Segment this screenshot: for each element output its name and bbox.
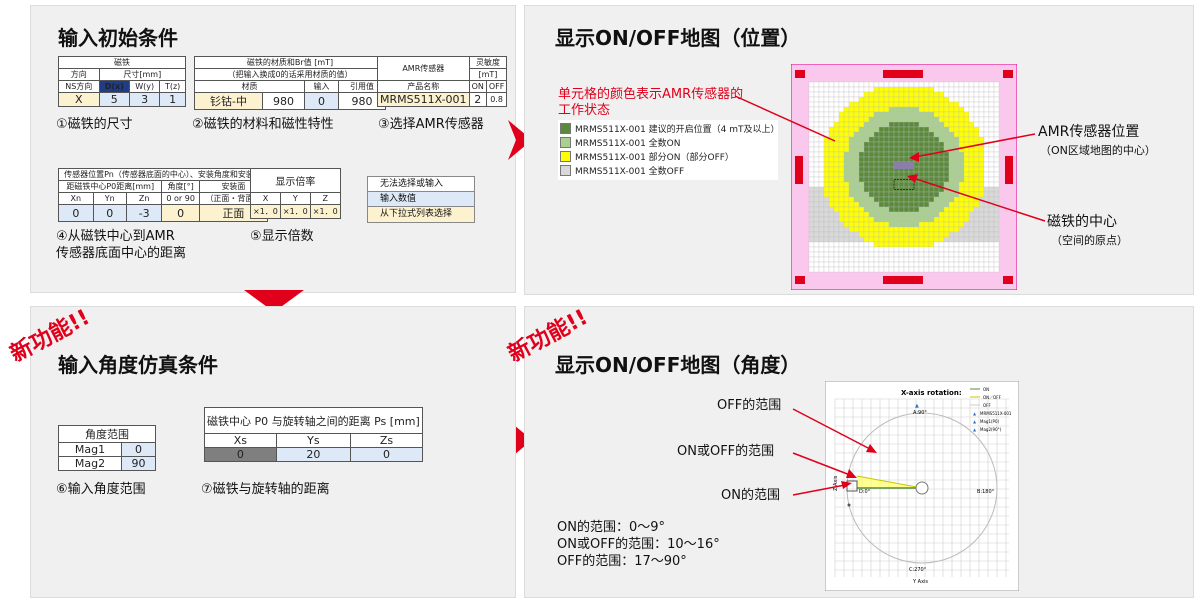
xn-input[interactable]: 0 [58,204,94,222]
magnet-direction-select[interactable]: X [58,92,100,107]
sensor-select[interactable]: MRMS511X-001 [377,92,470,107]
magnet-outline [893,179,915,190]
wy-input[interactable]: 3 [129,92,161,107]
label-on-range: ON的范围 [721,488,780,503]
panel-title: 显示ON/OFF地图（角度） [555,353,801,377]
panel-title: 输入初始条件 [58,26,178,50]
caption-distance-b: 传感器底面中心的距离 [56,246,187,261]
label-off-range: OFF的范围 [717,398,782,413]
angle-annotation-lines [792,408,877,496]
svg-text:Z Axis: Z Axis [833,475,839,491]
svg-text:MRMS511X-001: MRMS511X-001 [980,411,1012,416]
panel-position-map: 显示ON/OFF地图（位置） 单元格的颜色表示AMR传感器的 工作状态 MRMS… [524,5,1194,295]
sensor-position-table: 传感器位置Pn（传感器底面的中心）、安装角度和安装面 距磁铁中心P0距离[mm]… [57,168,269,222]
map-cell [993,266,1000,273]
caption-rotation-distance: ⑦磁铁与旋转轴的距离 [201,482,330,497]
svg-text:C:270°: C:270° [909,567,927,573]
annotation-sensor-position-sub: （ON区域地图的中心） [1040,144,1156,157]
svg-text:▲: ▲ [915,403,919,409]
yn-input[interactable]: 0 [92,204,127,222]
mag2-input[interactable]: 90 [121,456,156,471]
range-onoff: ON或OFF的范围：10～16° [557,537,720,552]
svg-text:D:0°: D:0° [859,489,871,495]
mag-z-select[interactable]: ×1．0 [309,204,341,219]
arrow-right-icon [508,120,532,160]
angle-map-chart: X-axis rotation: ON ON／OFF OFF ▲MRMS511X… [825,381,1019,591]
ys-input[interactable]: 20 [275,447,352,462]
red-note-a: 单元格的颜色表示AMR传感器的 [558,87,744,102]
material-table: 磁铁的材质和Br值 [mT] （把输入换成0的话采用材质的值） 材质输入引用值 … [194,56,387,110]
cell-legend: 无法选择或输入 输入数值 从下拉式列表选择 [367,176,475,223]
svg-text:ON／OFF: ON／OFF [983,395,1002,400]
svg-text:Mag1(P0): Mag1(P0) [980,419,1000,424]
caption-distance-a: ④从磁铁中心到AMR [56,229,175,244]
tz-input[interactable]: 1 [159,92,186,107]
panel-title: 显示ON/OFF地图（位置） [555,26,801,50]
map-red-marker [795,276,805,284]
svg-text:Y Axis: Y Axis [912,579,928,585]
svg-text:Mag2(90°): Mag2(90°) [980,427,1002,432]
svg-text:▲: ▲ [973,411,977,416]
svg-text:X-axis rotation:: X-axis rotation: [901,389,962,397]
map-red-marker [1005,156,1013,184]
mag-x-select[interactable]: ×1．0 [250,204,281,219]
map-red-marker [1003,70,1013,78]
material-select[interactable]: 钐钴-中 [194,92,263,110]
mag-y-select[interactable]: ×1．0 [279,204,311,219]
annotation-magnet-center: 磁铁的中心 [1047,214,1117,230]
map-red-marker [883,70,923,78]
color-legend: MRMS511X-001 建议的开启位置（4 mT及以上） MRMS511X-0… [558,120,780,180]
zs-input[interactable]: 0 [350,447,423,462]
annotation-sensor-position: AMR传感器位置 [1038,124,1140,140]
red-note-b: 工作状态 [558,103,611,118]
mag1-input[interactable]: 0 [121,442,156,457]
br-input[interactable]: 0 [304,92,339,110]
caption-material: ②磁铁的材料和磁性特性 [192,117,334,132]
zn-input[interactable]: -3 [125,204,163,222]
svg-text:A:90°: A:90° [913,410,927,416]
angle-select[interactable]: 0 [161,204,200,222]
svg-text:▲: ▲ [973,427,977,432]
svg-text:ON: ON [983,387,989,392]
sensor-position-marker [894,162,914,169]
caption-sensor: ③选择AMR传感器 [378,117,484,132]
panel-angle-map: 显示ON/OFF地图（角度） OFF的范围 ON或OFF的范围 ON的范围 ON… [524,306,1194,598]
caption-magnification: ⑤显示倍数 [250,229,314,244]
map-red-marker [883,276,923,284]
annotation-magnet-center-sub: （空间的原点） [1051,234,1128,247]
map-red-marker [1003,276,1013,284]
map-red-marker [795,70,805,78]
svg-text:OFF: OFF [983,403,991,408]
map-red-marker [795,156,803,184]
range-off: OFF的范围：17～90° [557,554,687,569]
range-on: ON的范围：0～9° [557,520,665,535]
on-off-position-map [791,64,1017,290]
caption-angle-range: ⑥输入角度范围 [56,482,146,497]
panel-title: 输入角度仿真条件 [58,353,218,377]
arrow-down-icon [244,290,304,312]
svg-text:▲: ▲ [973,419,977,424]
annotation-lines [734,95,1046,222]
svg-text:B:180°: B:180° [977,489,995,495]
label-onoff-range: ON或OFF的范围 [677,444,775,459]
caption-magnet-size: ①磁铁的尺寸 [56,117,133,132]
dx-input[interactable]: 5 [98,92,131,107]
